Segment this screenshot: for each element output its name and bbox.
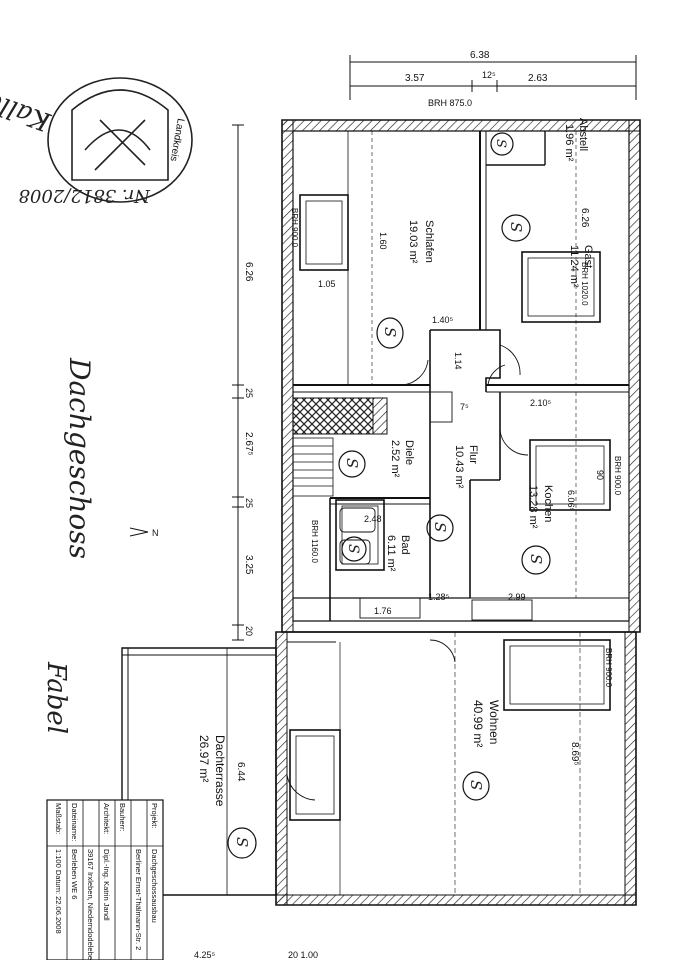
room-dachterrasse-area: 26.97 m² (197, 735, 211, 782)
window-brh-900-a: BRH 900.0 (290, 208, 299, 248)
signature-top: Kalle (0, 86, 55, 137)
door-swings (286, 344, 529, 801)
north-label: N (152, 528, 159, 538)
s-marks (227, 132, 551, 859)
room-gast-name: Gast (582, 245, 594, 268)
tb-label-2: Bauherr: (118, 803, 127, 832)
room-kochen-area: 13.28 m² (527, 485, 539, 529)
tb-value-3: Dipl.-Ing. Katrin Jandl (102, 849, 111, 921)
svg-text:7⁵: 7⁵ (460, 402, 469, 412)
tb-label-6: Maßstab: (54, 803, 63, 834)
dim-top-right: 2.63 (528, 73, 548, 84)
tb-label-0: Projekt: (150, 803, 159, 828)
svg-text:1.40⁵: 1.40⁵ (432, 315, 454, 325)
dim-top-total: 6.38 (470, 50, 490, 61)
svg-text:S: S (381, 327, 399, 337)
svg-text:1.60: 1.60 (378, 232, 388, 250)
window-brh-1020: BRH 1020.0 (580, 262, 589, 306)
window-brh-900-b: BRH 900.0 (613, 456, 622, 496)
room-bad-name: Bad (399, 535, 411, 555)
svg-text:20: 20 (244, 626, 254, 636)
seal-text: Landkreis (168, 117, 186, 162)
chimney-block (292, 397, 374, 435)
svg-text:S: S (527, 554, 545, 564)
tb-value-4: 39167 Irxleben, Niederndodeleben (86, 849, 95, 960)
room-labels: Schlafen 19.03 m² Abstell 1.96 m² Gast 1… (197, 118, 594, 807)
svg-text:25: 25 (244, 498, 254, 508)
svg-text:90: 90 (595, 470, 605, 480)
tb-value-0: Dachgeschossausbau (150, 849, 159, 923)
staircase (292, 437, 334, 497)
window-brh-1160: BRH 1160.0 (310, 520, 319, 564)
room-kochen-name: Kochen (542, 485, 554, 522)
skylights (289, 194, 611, 821)
tb-value-5: Berleben WE 6 (70, 849, 79, 899)
dim-top-mid: 12⁵ (482, 70, 496, 80)
tb-value-1: Berliner Ernst-Thälmann-Str. 2 (134, 849, 143, 950)
signature-bottom: Fabel (41, 661, 71, 734)
svg-text:S: S (507, 222, 525, 232)
window-brh-875: BRH 875.0 (428, 98, 472, 108)
svg-text:S: S (233, 837, 251, 847)
svg-text:6.44: 6.44 (235, 762, 246, 782)
svg-text:6.26: 6.26 (579, 208, 590, 228)
svg-text:4.25⁵: 4.25⁵ (194, 950, 216, 960)
tb-label-5: Dateiname: (70, 803, 79, 841)
top-dimension-lines (349, 55, 637, 100)
svg-text:2.99: 2.99 (508, 592, 526, 602)
room-dachterrasse-name: Dachterrasse (213, 735, 227, 807)
title-block: Projekt: Dachgeschossausbau Berliner Ern… (46, 799, 164, 960)
svg-text:25: 25 (244, 388, 254, 398)
outer-walls (121, 119, 641, 906)
left-dimension-texts: 6.26 25 2.67⁵ 25 3.25 20 (243, 262, 254, 636)
floor-title-handwritten: Dachgeschoss (63, 357, 96, 559)
svg-text:S: S (467, 780, 485, 790)
svg-text:6.06⁵: 6.06⁵ (566, 490, 576, 512)
window-brh-900-c: BRH 900.0 (604, 648, 613, 688)
svg-text:8.69⁵: 8.69⁵ (569, 742, 580, 766)
room-abstell-name: Abstell (577, 118, 589, 151)
tb-label-3: Architekt: (102, 803, 111, 834)
bath-fixtures (339, 391, 533, 621)
north-arrow (129, 527, 149, 537)
room-gast-area: 11.24 m² (568, 245, 580, 288)
interior-dimensions: 1.60 1.05 1.40⁵ 1.14 7⁵ 2.10⁵ 90 6.06⁵ 2… (194, 208, 605, 960)
official-seal (47, 77, 193, 203)
svg-text:3.25: 3.25 (243, 555, 254, 575)
room-diele-area: 2.52 m² (389, 440, 401, 478)
s-mark-letters: S S S S S S S S S (233, 139, 545, 847)
room-wohnen-name: Wohnen (487, 700, 501, 744)
svg-text:1.28⁵: 1.28⁵ (428, 592, 450, 602)
svg-text:2.67⁵: 2.67⁵ (243, 432, 254, 456)
stamp-reference: Nr. 3812/2008 (18, 185, 151, 206)
room-flur-area: 10.43 m² (453, 445, 465, 489)
room-bad-area: 6.11 m² (385, 535, 397, 572)
tb-value-6: 1:100 Datum: 22.06.2008 (54, 849, 63, 934)
svg-text:20 1.00: 20 1.00 (288, 950, 318, 960)
room-schlafen-name: Schlafen (423, 220, 435, 263)
svg-text:2.10⁵: 2.10⁵ (530, 398, 552, 408)
svg-text:1.14: 1.14 (453, 352, 463, 370)
svg-text:S: S (343, 458, 361, 468)
svg-text:1.05: 1.05 (318, 279, 336, 289)
svg-text:1.76: 1.76 (374, 606, 392, 616)
svg-text:S: S (431, 522, 449, 532)
svg-text:S: S (345, 544, 361, 554)
dim-top-left: 3.57 (405, 73, 425, 84)
svg-text:2.48: 2.48 (364, 514, 382, 524)
room-schlafen-area: 19.03 m² (407, 220, 419, 264)
room-diele-name: Diele (403, 440, 415, 465)
svg-text:S: S (493, 139, 508, 148)
room-abstell-area: 1.96 m² (563, 124, 575, 162)
room-wohnen-area: 40.99 m² (471, 700, 485, 747)
shaft-block (372, 397, 388, 435)
svg-text:6.26: 6.26 (243, 262, 254, 282)
left-dimension-lines (232, 124, 244, 641)
room-flur-name: Flur (467, 445, 479, 464)
